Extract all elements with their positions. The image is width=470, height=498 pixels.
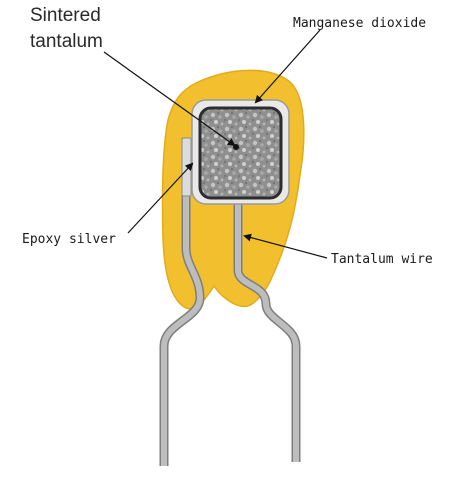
- label-tantalum-wire: Tantalum wire: [331, 252, 433, 267]
- tantalum-pellet-icon: [198, 106, 283, 200]
- label-manganese-dioxide: Manganese dioxide: [293, 16, 426, 31]
- arrow-manganese-dioxide: [254, 29, 321, 104]
- tantalum-wire: [233, 200, 301, 462]
- arrow-epoxy-silver: [127, 162, 194, 234]
- lead-left: [159, 138, 205, 466]
- label-sintered-line2: tantalum: [30, 31, 103, 52]
- label-epoxy-silver: Epoxy silver: [22, 232, 116, 247]
- arrow-sintered-tantalum: [103, 51, 236, 147]
- label-sintered-line1: Sintered: [30, 5, 101, 26]
- arrow-tantalum-wire: [243, 233, 328, 259]
